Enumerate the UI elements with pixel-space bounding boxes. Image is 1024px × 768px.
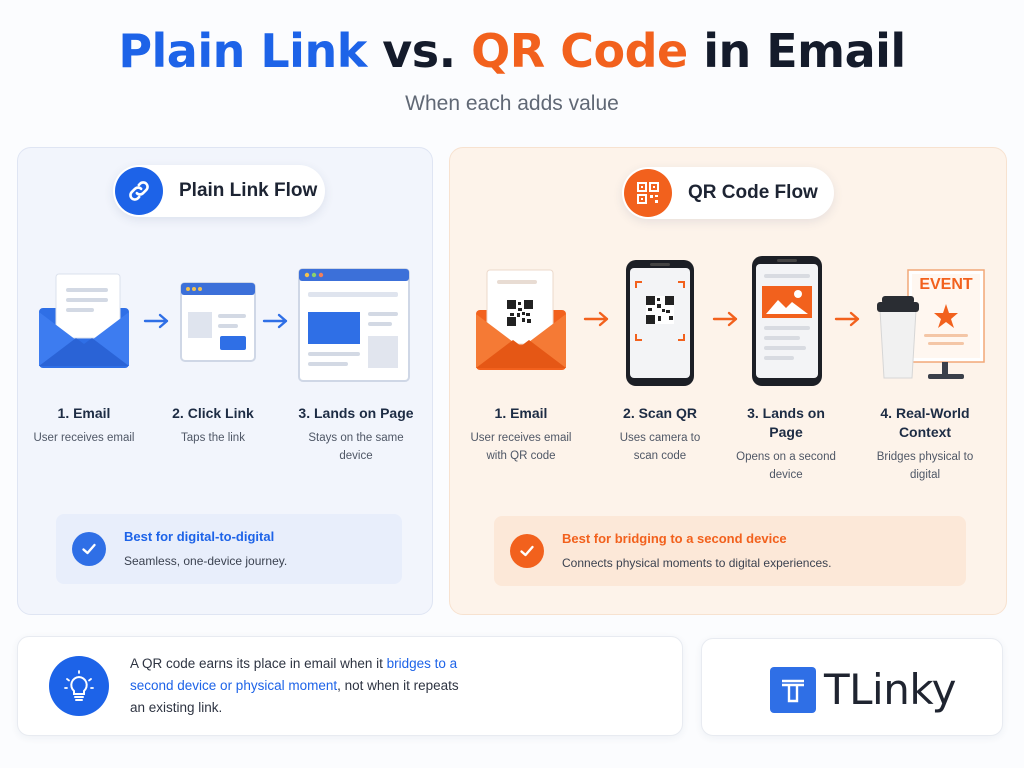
step-description: Bridges physical to digital [876,451,974,481]
step-description: Stays on the same device [308,432,404,462]
step-title: 1. Email [494,405,548,421]
qr-code-flow-title: QR Code Flow [688,182,818,203]
envelope-qr-icon [473,268,569,377]
tlinky-logo-icon [770,667,816,713]
plain-link-flow-pill: Plain Link Flow [113,165,325,217]
link-icon [115,167,163,215]
arrow-right-icon [143,313,171,334]
plain-link-flow-title: Plain Link Flow [179,180,318,201]
tip-box: A QR code earns its place in email when … [17,636,683,736]
step-title: 3. Lands on Page [747,405,825,440]
plain-step-1: 1. Email User receives email [26,404,142,447]
step-description: User receives email [33,432,135,444]
brand-logo-box: TLinky [701,638,1003,736]
plain-best-for-box: Best for digital-to-digital Seamless, on… [56,514,402,584]
qr-code-panel: QR Code Flow [449,147,1007,615]
tip-text-end: , not when it repeats an existing link. [130,678,459,715]
best-for-description: Seamless, one-device journey. [124,554,288,568]
step-title: 2. Click Link [172,405,254,421]
event-poster-label: EVENT [919,276,973,293]
check-circle-icon [510,534,544,568]
arrow-right-icon [834,311,862,332]
envelope-icon [36,272,132,375]
qr-step-2: 2. Scan QR Uses camera to scan code [600,404,720,465]
plain-link-panel: Plain Link Flow [17,147,433,615]
step-description: Opens on a second device [736,451,836,481]
page-title: Plain Link vs. QR Code in Email [0,24,1024,78]
arrow-right-icon [712,311,740,332]
best-for-title: Best for bridging to a second device [562,531,787,546]
page-subtitle: When each adds value [405,92,619,115]
tip-text-start: A QR code earns its place in email when … [130,656,387,671]
title-plain-link: Plain Link [118,24,367,78]
event-poster-icon: EVENT [874,268,988,389]
step-title: 2. Scan QR [623,405,697,421]
best-for-title: Best for digital-to-digital [124,529,275,544]
lightbulb-icon [49,656,109,716]
webpage-icon [298,268,410,387]
title-in-email: in Email [687,24,906,78]
arrow-right-icon [583,311,611,332]
step-description: User receives email with QR code [470,432,572,462]
plain-step-2: 2. Click Link Taps the link [158,404,268,447]
arrow-right-icon [262,313,290,334]
step-description: Taps the link [181,432,245,444]
check-circle-icon [72,532,106,566]
qr-step-1: 1. Email User receives email with QR cod… [460,404,582,465]
best-for-description: Connects physical moments to digital exp… [562,556,832,570]
tip-text-highlight: bridges to a second device or physical m… [130,656,458,693]
step-title: 1. Email [57,405,111,421]
step-title: 3. Lands on Page [298,405,414,421]
title-qr-code: QR Code [471,24,688,78]
qr-best-for-box: Best for bridging to a second device Con… [494,516,966,586]
qr-step-4: 4. Real-World Context Bridges physical t… [860,404,990,484]
plain-step-3: 3. Lands on Page Stays on the same devic… [292,404,420,465]
phone-scan-icon [624,258,696,393]
title-vs: vs. [366,24,472,78]
tip-text: A QR code earns its place in email when … [130,653,470,719]
phone-page-icon [750,254,824,393]
qr-step-3: 3. Lands on Page Opens on a second devic… [726,404,846,484]
qr-code-flow-pill: QR Code Flow [622,167,834,219]
brand-name: TLinky [824,665,957,714]
step-title: 4. Real-World Context [880,405,970,440]
browser-window-icon [180,282,256,367]
qr-code-icon [624,169,672,217]
step-description: Uses camera to scan code [619,432,701,462]
